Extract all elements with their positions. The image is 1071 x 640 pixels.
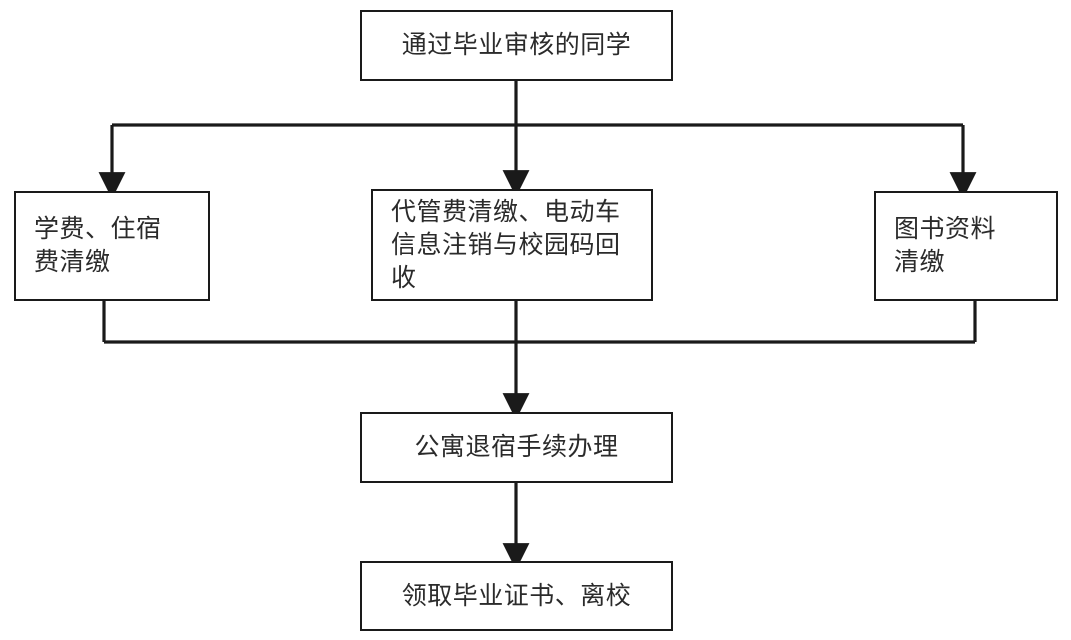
node-graduation-review-passed[interactable]: 通过毕业审核的同学 [360, 10, 673, 81]
node-label: 图书资料 清缴 [894, 215, 997, 276]
node-dormitory-checkout-procedure[interactable]: 公寓退宿手续办理 [360, 412, 673, 483]
node-tuition-and-dorm-fee-clearance[interactable]: 学费、住宿 费清缴 [14, 191, 210, 301]
node-library-materials-clearance[interactable]: 图书资料 清缴 [874, 191, 1058, 301]
node-collect-diploma-and-leave-school[interactable]: 领取毕业证书、离校 [360, 561, 673, 631]
node-label: 学费、住宿 费清缴 [34, 215, 162, 276]
node-label: 公寓退宿手续办理 [414, 433, 619, 461]
node-label: 通过毕业审核的同学 [401, 31, 632, 59]
node-label: 代管费清缴、电动车 信息注销与校园码回 收 [391, 197, 621, 292]
node-label: 领取毕业证书、离校 [401, 581, 632, 610]
node-custodial-fee-ev-deregistration-campus-code[interactable]: 代管费清缴、电动车 信息注销与校园码回 收 [371, 189, 653, 301]
